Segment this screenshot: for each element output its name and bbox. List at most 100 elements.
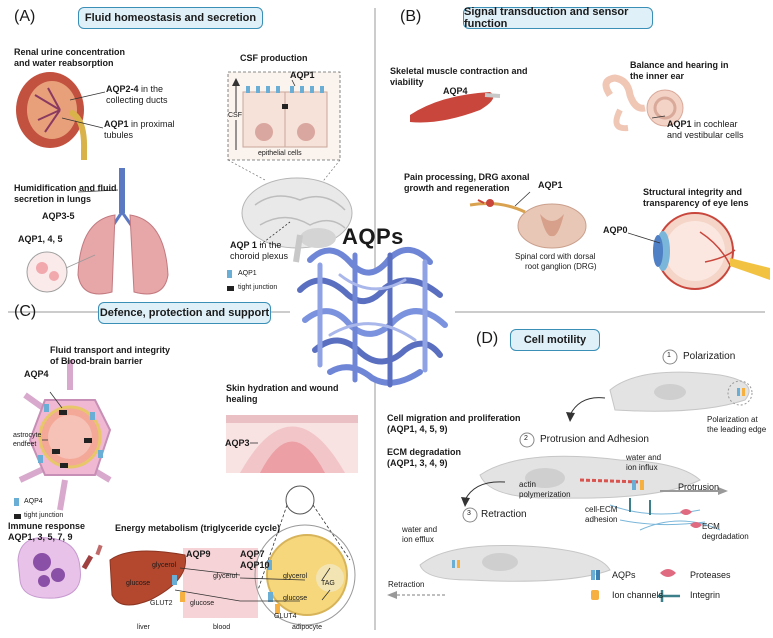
legend-aqp4-swatch (14, 498, 19, 506)
blood-glycerol-label: glycerol (213, 573, 238, 580)
aqp24-label: AQP2-4 in the (106, 84, 164, 94)
eye-title-1: Structural integrity and (643, 187, 743, 197)
step3-number: 3 (467, 510, 471, 517)
brain-illustration (241, 177, 353, 263)
migration-title-2: (AQP1, 4, 5, 9) (387, 424, 448, 434)
kidney-title-2: and water reabsorption (14, 58, 114, 68)
ecm-title-1: ECM degradation (387, 447, 462, 457)
liver-glucose-label: glucose (126, 580, 151, 587)
liver-label: liver (137, 624, 150, 631)
influx-label-1: water and (626, 453, 662, 462)
pain-title-1: Pain processing, DRG axonal (404, 172, 530, 182)
bbb-title-2: of Blood-brain barrier (50, 356, 143, 366)
immune-cell-illustration (17, 537, 103, 599)
aqp145-label: AQP1, 4, 5 (18, 234, 63, 244)
kidney-title-1: Renal urine concentration (14, 47, 126, 57)
spinal-label-2: root ganglion (DRG) (525, 262, 597, 271)
skin-title-2: healing (226, 394, 258, 404)
legend-proteases-text: Proteases (690, 570, 731, 580)
skin-illustration (226, 415, 358, 591)
legend-ion-text: Ion channels (612, 590, 664, 600)
aqp1-kidney-line2: tubules (104, 130, 134, 140)
muscle-title-1: Skeletal muscle contraction and (390, 66, 528, 76)
cell-ecm-label-1: cell-ECM (585, 505, 618, 514)
energy-metabolism-illustration (109, 524, 356, 626)
liver-glycerol-label: glycerol (152, 562, 177, 569)
choroid-label: AQP 1 in the (230, 240, 282, 250)
adipocyte-glucose-label: glucose (283, 595, 308, 602)
aqp3-label: AQP3 (225, 438, 250, 448)
energy-title: Energy metabolism (triglyceride cycle) (115, 523, 281, 533)
protrusion-label: Protrusion (678, 482, 720, 492)
ecm-title-2: (AQP1, 3, 4, 9) (387, 458, 448, 468)
aqp10-label: AQP10 (240, 560, 270, 570)
muscle-illustration (410, 92, 501, 123)
immune-title-2: AQP1, 3, 5, 7, 9 (8, 532, 73, 542)
influx-label-2: ion influx (626, 463, 658, 472)
protrusion-adhesion-label: Protrusion and Adhesion (540, 434, 649, 445)
aqp35-label: AQP3-5 (42, 211, 75, 221)
aqp-protein-structure (297, 247, 448, 388)
csf-aqp1-label: AQP1 (290, 70, 315, 80)
aqp4-bbb-label: AQP4 (24, 369, 49, 379)
inner-ear-illustration (602, 74, 684, 132)
csf-epithelium-diagram (227, 71, 341, 186)
aqp0-label: AQP0 (603, 225, 628, 235)
blood-label: blood (213, 624, 231, 631)
tag-label: TAG (321, 580, 335, 587)
lung-title-2: secretion in lungs (14, 194, 92, 204)
aqp24-line2: collecting ducts (106, 95, 168, 105)
legend-aqps-text: AQPs (612, 570, 636, 580)
ear-aqp1-label: AQP1 in cochlear (667, 119, 738, 129)
panel-a-letter: (A) (14, 8, 36, 25)
glut4-label: GLUT4 (274, 613, 297, 620)
spinal-cord-illustration (469, 191, 587, 249)
lungs-illustration (26, 168, 169, 295)
migration-title-1: Cell migration and proliferation (387, 413, 521, 423)
actin-label-1: actin (519, 480, 536, 489)
ecm-deg-label-2: degrdadation (702, 532, 749, 541)
csf-title: CSF production (240, 53, 308, 63)
aqp7-label: AQP7 (240, 549, 265, 559)
lung-title-1: Humidification and fluid (14, 183, 117, 193)
panel-b-letter: (B) (400, 8, 422, 25)
efflux-label-1: water and (402, 525, 438, 534)
cell-motility-illustration (387, 349, 753, 602)
panel-c-title: Defence, protection and support (98, 302, 271, 324)
legend-tj-text: tight junction (238, 284, 278, 291)
panel-d-letter: (D) (476, 330, 499, 347)
panel-b-title: Signal transduction and sensor function (463, 6, 653, 30)
aqp1-kidney-label: AQP1 in proximal (104, 119, 175, 129)
ear-title-2: the inner ear (630, 71, 685, 81)
legend-tj-text-c: tight junction (24, 512, 64, 519)
blood-brain-barrier-illustration (18, 360, 112, 511)
spinal-label-1: Spinal cord with dorsal (515, 252, 596, 261)
pain-aqp1-label: AQP1 (538, 180, 563, 190)
choroid-line2: choroid plexus (230, 251, 289, 261)
glut2-label: GLUT2 (150, 600, 173, 607)
ear-title-1: Balance and hearing in (630, 60, 729, 70)
blood-glucose-label: glucose (190, 600, 215, 607)
astrocyte-label-2: endfeet (13, 441, 37, 448)
retraction-label: Retraction (481, 509, 527, 520)
cell-ecm-label-2: adhesion (585, 515, 618, 524)
kidney-illustration (16, 72, 106, 160)
legend-aqp4-text: AQP4 (24, 498, 43, 505)
pain-title-2: growth and regeneration (404, 183, 510, 193)
adipocyte-glycerol-label: glycerol (283, 573, 308, 580)
step2-number: 2 (524, 435, 528, 442)
pol-leading-1: Polarization at (707, 415, 758, 424)
legend-tj-swatch (227, 286, 234, 291)
skin-title-1: Skin hydration and wound (226, 383, 339, 393)
retraction-arrow-label: Retraction (388, 580, 425, 589)
immune-title-1: Immune response (8, 521, 86, 531)
polarization-label: Polarization (683, 351, 736, 362)
efflux-label-2: ion efflux (402, 535, 434, 544)
csf-axis-label: CSF (228, 112, 242, 121)
aqp9-label: AQP9 (186, 549, 211, 559)
epithelial-label: epithelial cells (258, 150, 302, 157)
ear-line2: and vestibular cells (667, 130, 744, 140)
muscle-title-2: viability (390, 77, 424, 87)
aqp4-muscle-label: AQP4 (443, 86, 468, 96)
